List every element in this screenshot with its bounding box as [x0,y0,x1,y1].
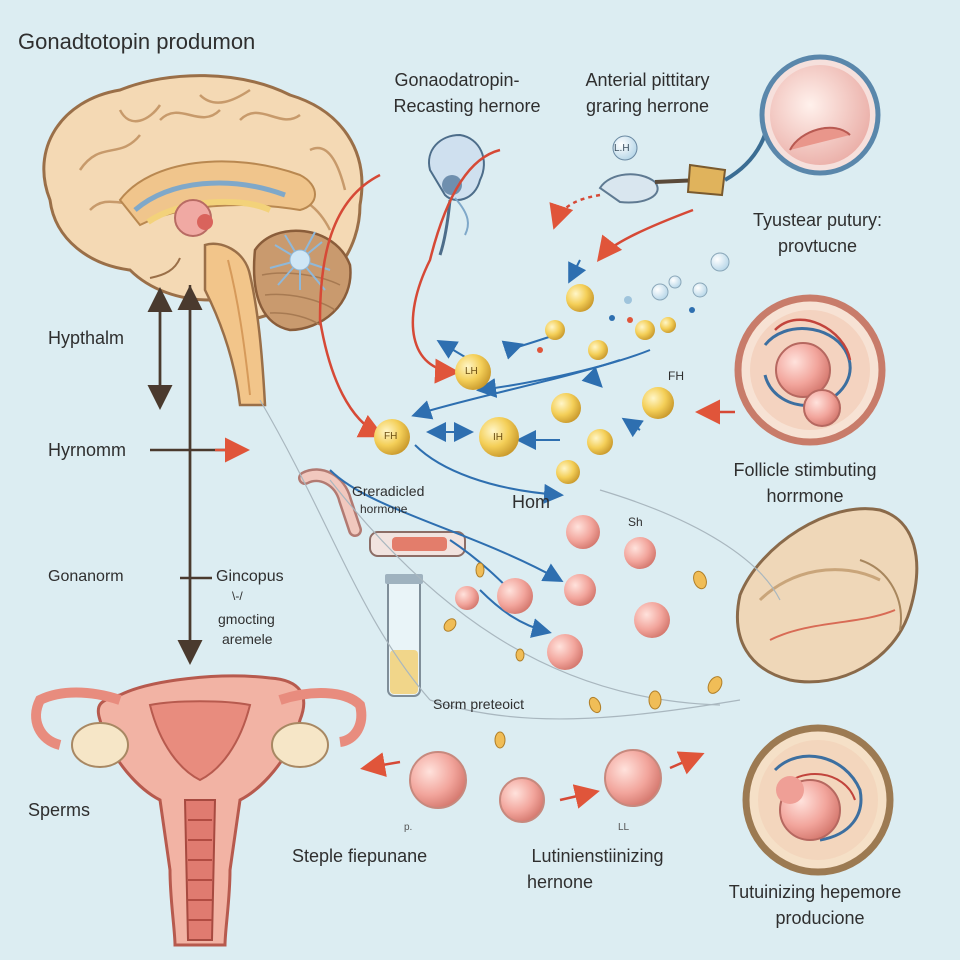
label-tutuinizing-line2: producione [775,908,865,928]
label-sorm-preteoict: Sorm preteoict [433,696,525,712]
small-blue-bubbles [537,252,730,353]
label-hom: Hom [512,492,551,512]
test-tube-horizontal [298,468,466,557]
label-pituitary-production-line1: Tyustear putury: [752,210,883,230]
label-sh: Sh [628,515,643,529]
label-tutuinizing-line1: Tutuinizing hepemore [728,882,902,902]
brain-illustration [42,74,364,407]
blue-pathway-arrows [329,259,651,638]
label-lh-line2: hernone [526,872,594,892]
label-gincopus-mark: \-/ [232,589,243,603]
label-gmocting-line2: aremele [222,631,273,647]
label-gnrh-line1: Gonaodatropin- [394,70,520,90]
label-fsh-line2: horrmone [766,486,844,506]
sphere-label-lh: LH [465,366,478,377]
pink-cell-particles [409,515,670,823]
label-gnrh-line2: Recasting hernore [393,96,541,116]
label-gmocting-line1: gmocting [218,611,275,627]
uterus-illustration [31,674,367,947]
label-gincopus: Gincopus [216,568,284,585]
bubble-label-lh: L.H [614,143,630,154]
label-anterior-pituitary-line2: graring herrone [585,96,710,116]
label-pituitary-production-line2: provtucne [777,236,858,256]
sampling-probe-illustration [598,54,881,204]
label-gonanorm: Gonanorm [48,568,124,585]
hypothalamus-arrows [147,285,230,665]
label-anterior-pituitary-line1: Anterial pittitary [585,70,710,90]
diagram-title: Gonadtotopin produmon [18,29,256,54]
red-pathway-arrows [318,148,735,809]
test-tube-vertical [385,574,423,697]
label-steple-fiepunane: Steple fiepunane [292,846,428,866]
ovary-organ-illustration [735,507,919,684]
label-hypothalm: Hypthalm [48,328,125,348]
label-sperms: Sperms [28,800,91,820]
label-ps: p. [404,822,413,833]
sphere-label-ih: IH [493,432,503,443]
small-seed-particles [443,562,723,749]
corpus-luteum-cross-section [742,724,894,876]
label-lh-line1: Lutinienstiinizing [531,846,664,866]
yellow-hormone-particles [374,284,676,484]
label-fh: FH [668,369,684,383]
follicle-cross-section [734,294,886,446]
label-fsh-line1: Follicle stimbuting [733,460,877,480]
sphere-label-fh: FH [384,431,398,442]
label-greradicled-line1: Greradicled [352,483,425,499]
label-hyrnomm: Hyrnomm [48,440,127,460]
label-greradicled-line2: hormone [360,502,408,516]
label-ll: LL [618,822,630,833]
